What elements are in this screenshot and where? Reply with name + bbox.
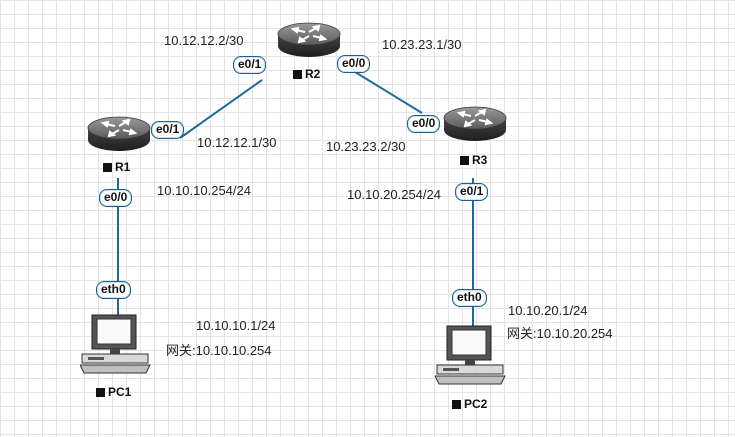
device-marker-icon [96,388,105,397]
port-r3-e0-0[interactable]: e0/0 [407,115,441,133]
pc-pc2[interactable] [434,324,507,395]
ip-label-r2-e0-0: 10.23.23.1/30 [382,37,462,52]
device-marker-icon [460,156,469,165]
port-r1-e0-0[interactable]: e0/0 [99,189,133,207]
device-name: R1 [115,160,131,174]
device-name: R2 [305,67,321,81]
device-label-r3: R3 [460,153,487,167]
gateway-label-pc1: 网关:10.10.10.254 [166,343,272,358]
ip-label-r1-e0-1: 10.12.12.1/30 [197,135,277,150]
device-name: PC1 [108,385,132,399]
port-r3-e0-1[interactable]: e0/1 [455,183,489,201]
ip-label-pc2: 10.10.20.1/24 [508,303,588,318]
gateway-label-pc2: 网关:10.10.20.254 [507,326,613,341]
port-pc2-eth0[interactable]: eth0 [452,289,487,307]
device-label-pc2: PC2 [452,397,487,411]
router-r3[interactable] [442,102,508,151]
router-r1[interactable] [86,112,152,161]
port-r2-e0-1[interactable]: e0/1 [233,56,267,74]
router-icon [87,116,151,151]
ip-label-pc1: 10.10.10.1/24 [196,318,276,333]
pc-icon [434,325,506,385]
pc-pc1[interactable] [79,313,152,384]
port-r2-e0-0[interactable]: e0/0 [337,55,371,73]
device-label-r2: R2 [293,67,320,81]
device-name: R3 [472,153,488,167]
port-pc1-eth0[interactable]: eth0 [96,281,131,299]
ip-label-r1-e0-0: 10.10.10.254/24 [157,183,251,198]
device-marker-icon [103,163,112,172]
device-marker-icon [452,400,461,409]
router-icon [443,106,507,141]
port-r1-e0-1[interactable]: e0/1 [151,121,185,139]
device-label-r1: R1 [103,160,130,174]
ip-label-r3-e0-0: 10.23.23.2/30 [326,139,406,154]
router-icon [277,22,341,57]
ip-label-r2-e0-1: 10.12.12.2/30 [164,33,244,48]
device-name: PC2 [464,397,488,411]
link-r1-r2[interactable] [179,79,263,139]
pc-icon [79,314,151,374]
router-r2[interactable] [276,18,342,67]
device-label-pc1: PC1 [96,385,131,399]
device-marker-icon [293,70,302,79]
ip-label-r3-e0-1: 10.10.20.254/24 [347,187,441,202]
